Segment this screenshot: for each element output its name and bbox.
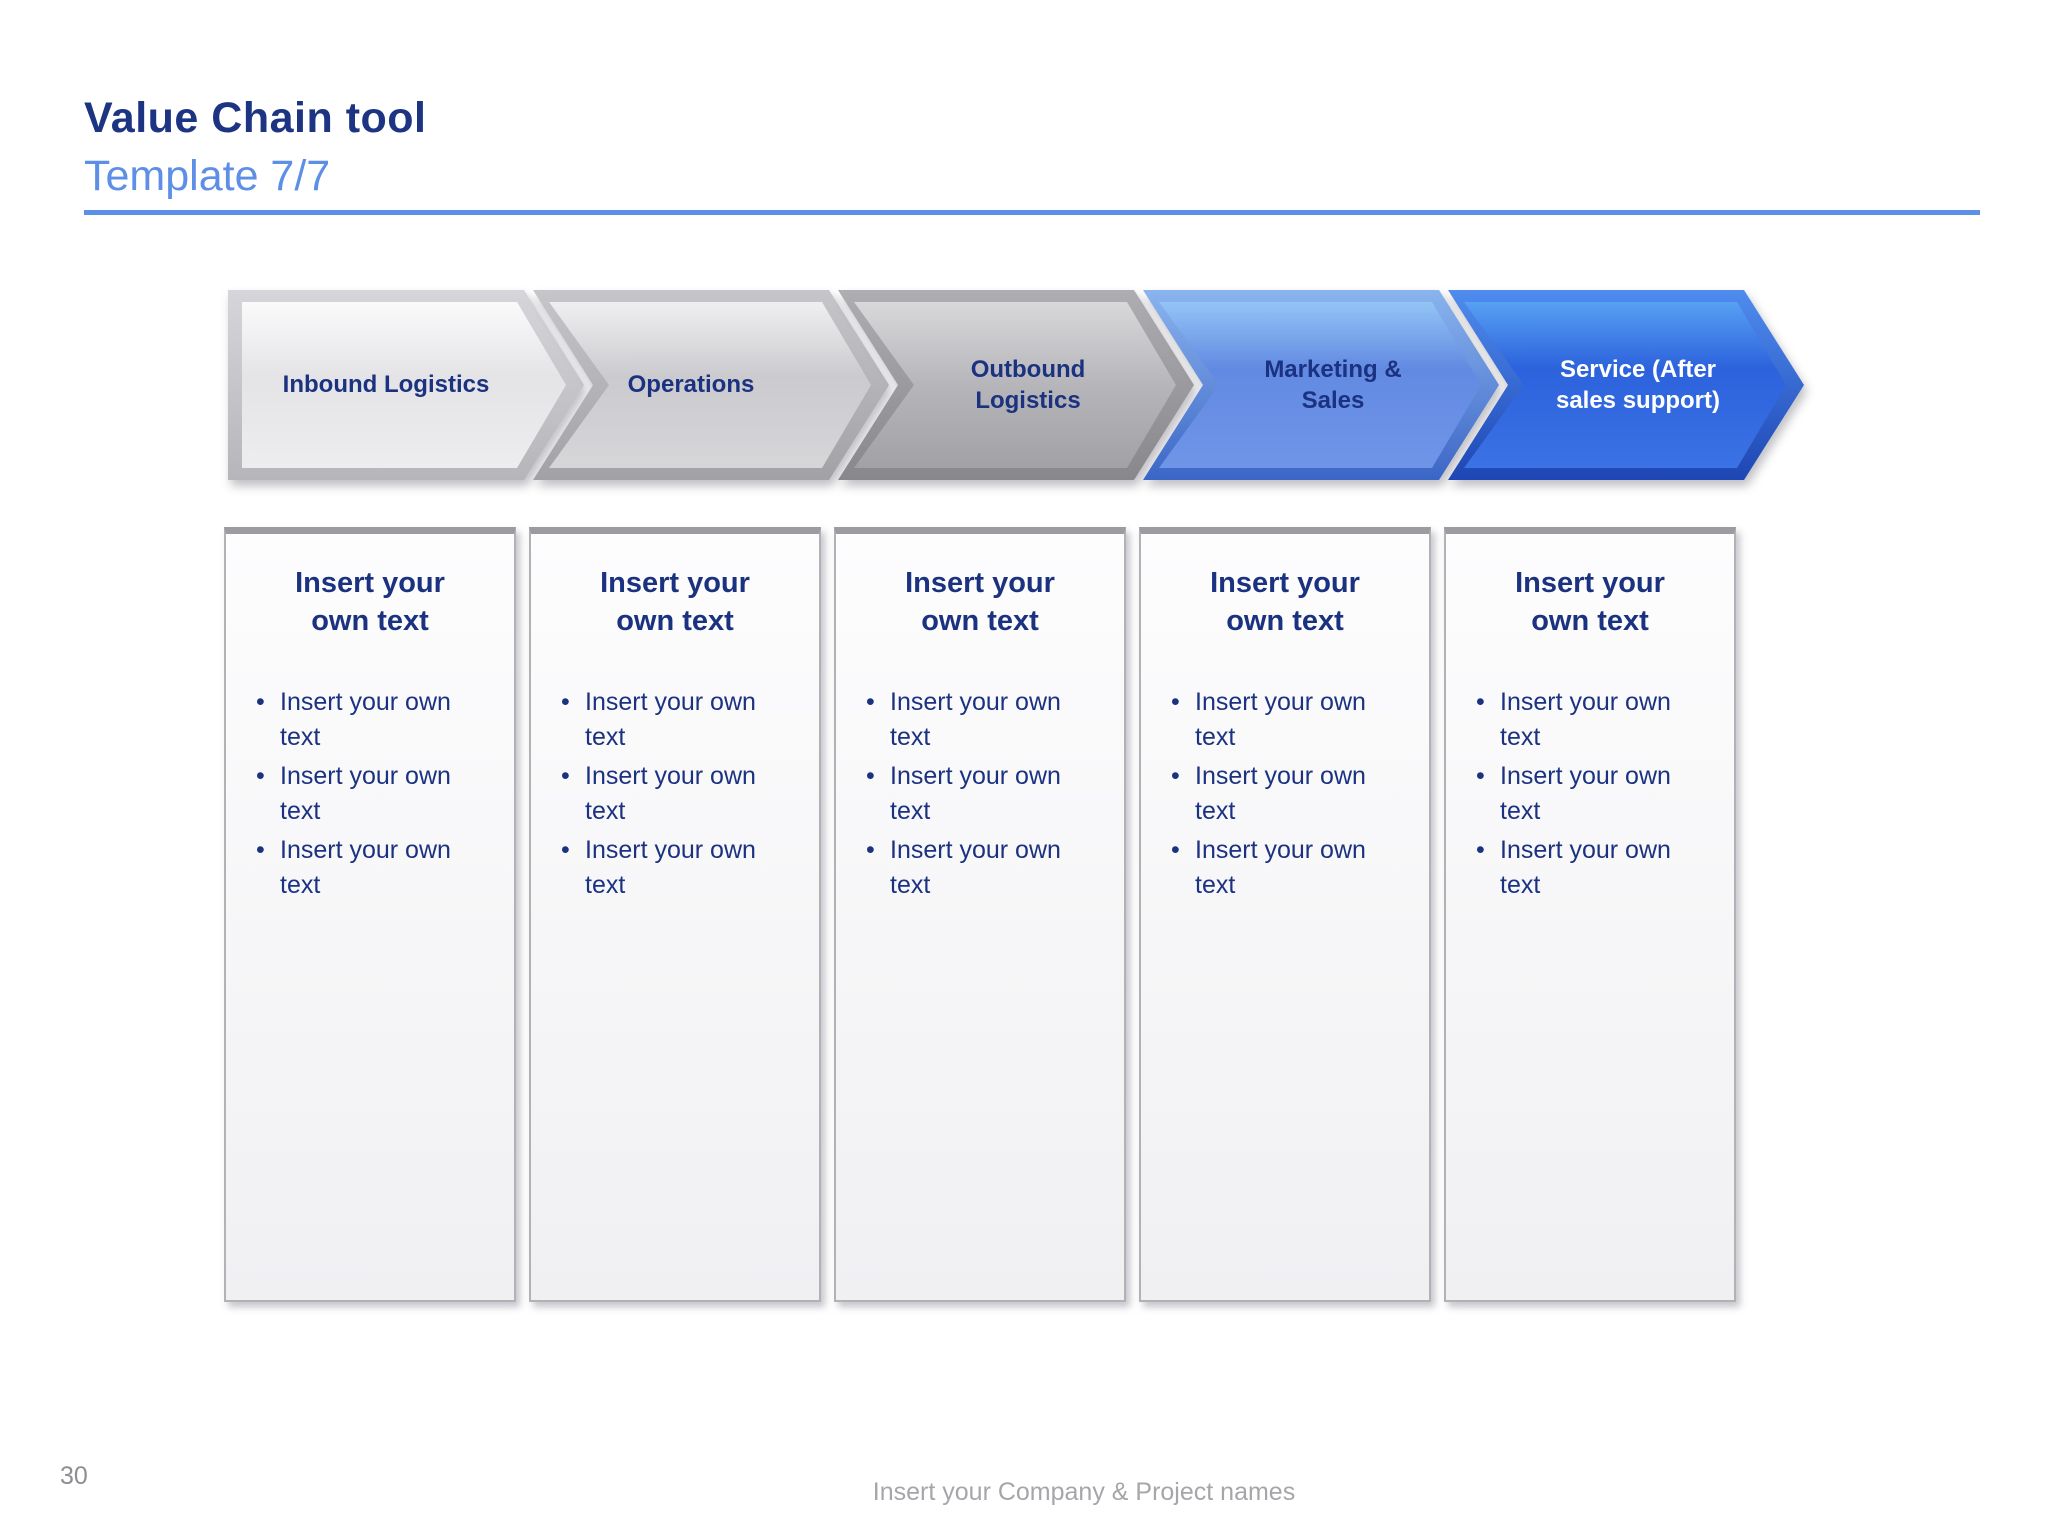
text-column-3: Insert your own text Insert your own tex… — [834, 527, 1126, 1302]
text-column-5: Insert your own text Insert your own tex… — [1444, 527, 1736, 1302]
bullet-item: Insert your own text — [252, 759, 496, 830]
title-divider-rule — [84, 210, 1980, 215]
bullet-item: Insert your own text — [1472, 685, 1716, 756]
stage-label: Inbound Logistics — [282, 371, 490, 399]
column-heading: Insert your own text — [1515, 567, 1665, 638]
chevron-arrow-icon — [838, 290, 1194, 480]
bullet-item: Insert your own text — [1167, 833, 1411, 904]
column-bullet-list: Insert your own text Insert your own tex… — [836, 685, 1124, 904]
chevron-arrow-icon — [1448, 290, 1804, 480]
stage-arrow-marketing-sales: Marketing & Sales — [1143, 290, 1499, 480]
stage-arrow-inbound-logistics: Inbound Logistics — [228, 290, 584, 480]
bullet-item: Insert your own text — [557, 759, 801, 830]
column-heading: Insert your own text — [295, 567, 445, 638]
chevron-arrow-icon — [533, 290, 889, 480]
column-bullet-list: Insert your own text Insert your own tex… — [226, 685, 514, 904]
stage-label: Operations — [627, 371, 755, 399]
text-column-2: Insert your own text Insert your own tex… — [529, 527, 821, 1302]
page-title: Value Chain tool — [84, 94, 427, 142]
stage-arrow-outbound-logistics: Outbound Logistics — [838, 290, 1194, 480]
bullet-item: Insert your own text — [252, 685, 496, 756]
text-column-1: Insert your own text Insert your own tex… — [224, 527, 516, 1302]
value-chain-arrows: Inbound Logistics Operations Outbound Lo… — [228, 290, 1828, 490]
footer-placeholder: Insert your Company & Project names — [872, 1478, 1296, 1506]
column-bullet-list: Insert your own text Insert your own tex… — [1446, 685, 1734, 904]
page-number: 30 — [60, 1462, 88, 1490]
bullet-item: Insert your own text — [557, 833, 801, 904]
stage-arrow-operations: Operations — [533, 290, 889, 480]
chevron-arrow-icon — [1143, 290, 1499, 480]
bullet-item: Insert your own text — [862, 685, 1106, 756]
column-bullet-list: Insert your own text Insert your own tex… — [531, 685, 819, 904]
bullet-item: Insert your own text — [252, 833, 496, 904]
bullet-item: Insert your own text — [1472, 833, 1716, 904]
bullet-item: Insert your own text — [862, 759, 1106, 830]
bullet-item: Insert your own text — [1167, 685, 1411, 756]
bullet-item: Insert your own text — [862, 833, 1106, 904]
page-subtitle: Template 7/7 — [84, 152, 331, 200]
stage-arrow-service: Service (After sales support) — [1448, 290, 1804, 480]
column-heading: Insert your own text — [905, 567, 1055, 638]
stage-label: Service (After sales support) — [1555, 355, 1721, 414]
text-column-4: Insert your own text Insert your own tex… — [1139, 527, 1431, 1302]
bullet-item: Insert your own text — [557, 685, 801, 756]
bullet-item: Insert your own text — [1167, 759, 1411, 830]
stage-label: Marketing & Sales — [1264, 355, 1402, 414]
column-bullet-list: Insert your own text Insert your own tex… — [1141, 685, 1429, 904]
stage-label: Outbound Logistics — [970, 355, 1086, 414]
column-heading: Insert your own text — [600, 567, 750, 638]
bullet-item: Insert your own text — [1472, 759, 1716, 830]
chevron-arrow-icon — [228, 290, 584, 480]
column-heading: Insert your own text — [1210, 567, 1360, 638]
